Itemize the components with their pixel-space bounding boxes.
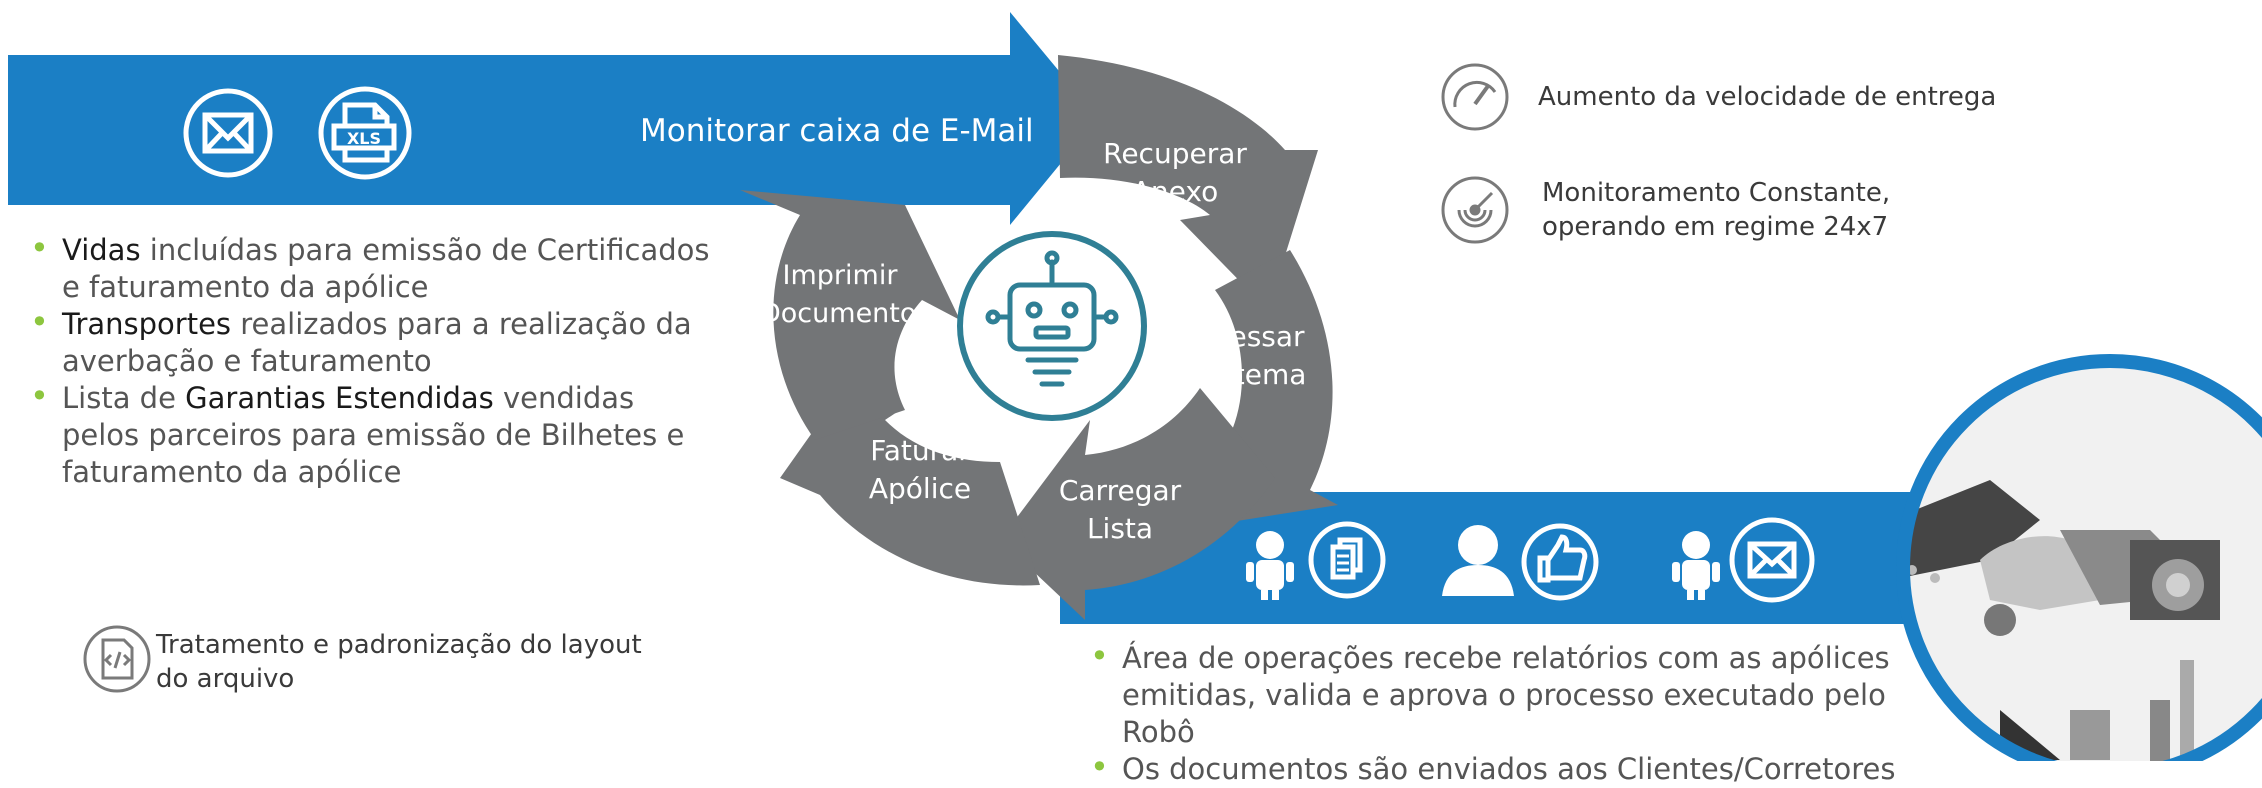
handshake-photo — [1896, 354, 2262, 761]
list-item: Transportes realizados para a realização… — [30, 304, 710, 380]
diagram-canvas: XLS — [8, 12, 2262, 761]
bottom-envelope-icon — [1729, 517, 1815, 603]
robot-center-icon — [985, 250, 1119, 387]
list-item: Área de operações recebe relatórios com … — [1090, 638, 1910, 751]
envelope-icon — [183, 88, 273, 178]
cycle-arrow-carregar — [1000, 388, 1275, 620]
speedometer-icon — [1441, 63, 1509, 131]
banner-label: Monitorar caixa de E-Mail — [640, 113, 1034, 149]
cycle-arrow-imprimir — [740, 190, 960, 440]
bottom-robot-icon-1 — [1246, 531, 1294, 600]
bottom-robot-icon-2 — [1672, 531, 1720, 600]
xls-label: XLS — [347, 129, 381, 148]
code-file-icon — [83, 625, 151, 693]
output-bullet-list: Área de operações recebe relatórios com … — [1090, 638, 1910, 788]
documents-icon — [1308, 521, 1386, 599]
radar-icon — [1441, 176, 1509, 244]
list-item: Vidas incluídas para emissão de Certific… — [30, 230, 710, 306]
layout-note: Tratamento e padronização do layout do a… — [156, 630, 642, 694]
user-icon — [1442, 525, 1514, 596]
cycle-arrows — [740, 55, 1338, 620]
thumbs-up-icon — [1521, 523, 1599, 601]
cycle-arrow-recuperar — [1058, 55, 1318, 310]
top-banner-arrow — [8, 12, 1098, 225]
benefit-speed: Aumento da velocidade de entrega — [1538, 82, 1997, 112]
list-item: Os documentos são enviados aos Clientes/… — [1090, 749, 1910, 788]
list-item: Lista de Garantias Estendidas vendidas p… — [30, 378, 710, 491]
xls-file-icon — [318, 86, 412, 180]
input-bullet-list: Vidas incluídas para emissão de Certific… — [30, 230, 710, 491]
benefit-monitoring: Monitoramento Constante, operando em reg… — [1542, 178, 1891, 242]
